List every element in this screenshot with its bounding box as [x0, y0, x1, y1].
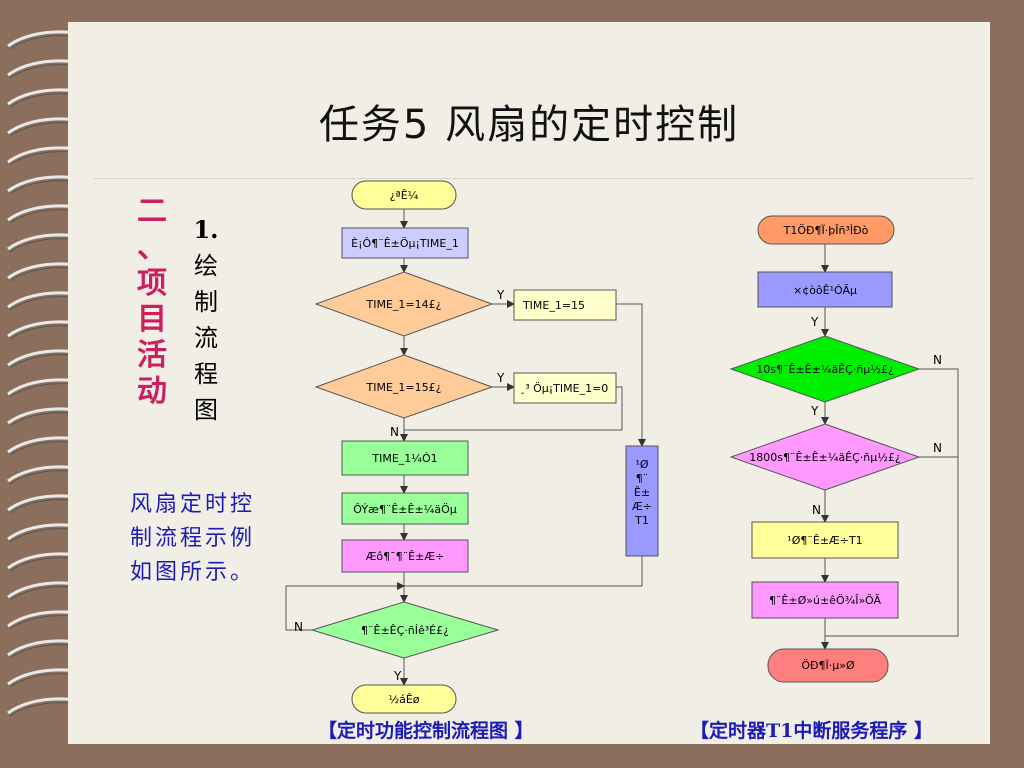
description-text: 风扇定时控制流程示例如图所示。 — [130, 492, 256, 585]
left-vbox-text: ¹Ø¶¨Ê±Æ÷T1 — [632, 458, 652, 527]
right-start-text: T1ÖÐ¶Ï·þÎñ³ÌÐò — [783, 224, 869, 237]
caption-right-flowchart: 【定时器T1中断服务程序 】 — [690, 720, 933, 742]
left-n3-text: ÔÝæ¶¨Ê±Ê±¼äÖµ — [353, 503, 456, 516]
caption-left-flowchart: 【定时功能控制流程图 】 — [318, 720, 534, 742]
left-start-text: ¿ªÊ¼ — [390, 189, 419, 202]
left-d1-text: TIME_1=14£¿ — [366, 298, 442, 311]
label-yes-5: Y — [810, 404, 819, 418]
left-flowchart-text: ¿ªÊ¼ È¡Ô¶¨Ê±Öµ¡TIME_1 TIME_1=14£¿ TIME_1… — [351, 189, 652, 706]
left-r1-text: TIME_1=15 — [522, 299, 585, 312]
section-heading: 二、项目活动 — [137, 194, 167, 409]
label-no-5: N — [812, 503, 821, 517]
right-d2-text: 1800s¶¨Ê±Ê±¼äÊÇ·ñµ½£¿ — [749, 451, 901, 464]
right-n1-text: ×¢òôÊ¹ÓÃµ — [793, 284, 857, 297]
label-yes-1: Y — [496, 288, 505, 302]
branch-labels: Y Y N N Y Y N Y N N — [294, 288, 942, 683]
label-no-2: N — [294, 620, 303, 634]
label-no-4: N — [933, 441, 942, 455]
step-heading: 1.绘制流程图 — [193, 215, 219, 424]
right-end-text: ÖÐ¶Ï·µ»Ø — [801, 659, 855, 672]
label-yes-4: Y — [810, 315, 819, 329]
left-n4-text: Æô¶¯¶¨Ê±Æ÷ — [366, 550, 445, 563]
left-r2-text: ¸³ Öµ¡TIME_1=0 — [520, 382, 609, 395]
right-flowchart — [729, 215, 959, 683]
left-n1-text: È¡Ô¶¨Ê±Öµ¡TIME_1 — [351, 237, 459, 250]
right-n2-text: ¹Ø¶¨Ê±Æ÷T1 — [787, 534, 862, 547]
right-d1-text: 10s¶¨Ê±Ê±¼äÊÇ·ñµ½£¿ — [756, 363, 894, 376]
label-no-1: N — [390, 425, 399, 439]
left-end-text: ½áÊø — [388, 693, 419, 706]
label-yes-2: Y — [496, 371, 505, 385]
title-divider — [94, 178, 974, 179]
left-d2-text: TIME_1=15£¿ — [366, 381, 442, 394]
label-no-3: N — [933, 353, 942, 367]
right-flowchart-text: T1ÖÐ¶Ï·þÎñ³ÌÐò ×¢òôÊ¹ÓÃµ 10s¶¨Ê±Ê±¼äÊÇ·ñ… — [749, 224, 901, 672]
right-n3-text: ¶¨Ê±Ø»ú±êÖ¾Î»ÖÃ — [769, 594, 882, 607]
left-flowchart — [285, 180, 659, 714]
left-d3-text: ¶¨Ê±ÊÇ·ñÍê³É£¿ — [361, 624, 449, 637]
label-yes-3: Y — [393, 669, 402, 683]
page-title: 任务5 风扇的定时控制 — [318, 102, 740, 148]
left-n2-text: TIME_1¼Ó1 — [371, 452, 437, 465]
